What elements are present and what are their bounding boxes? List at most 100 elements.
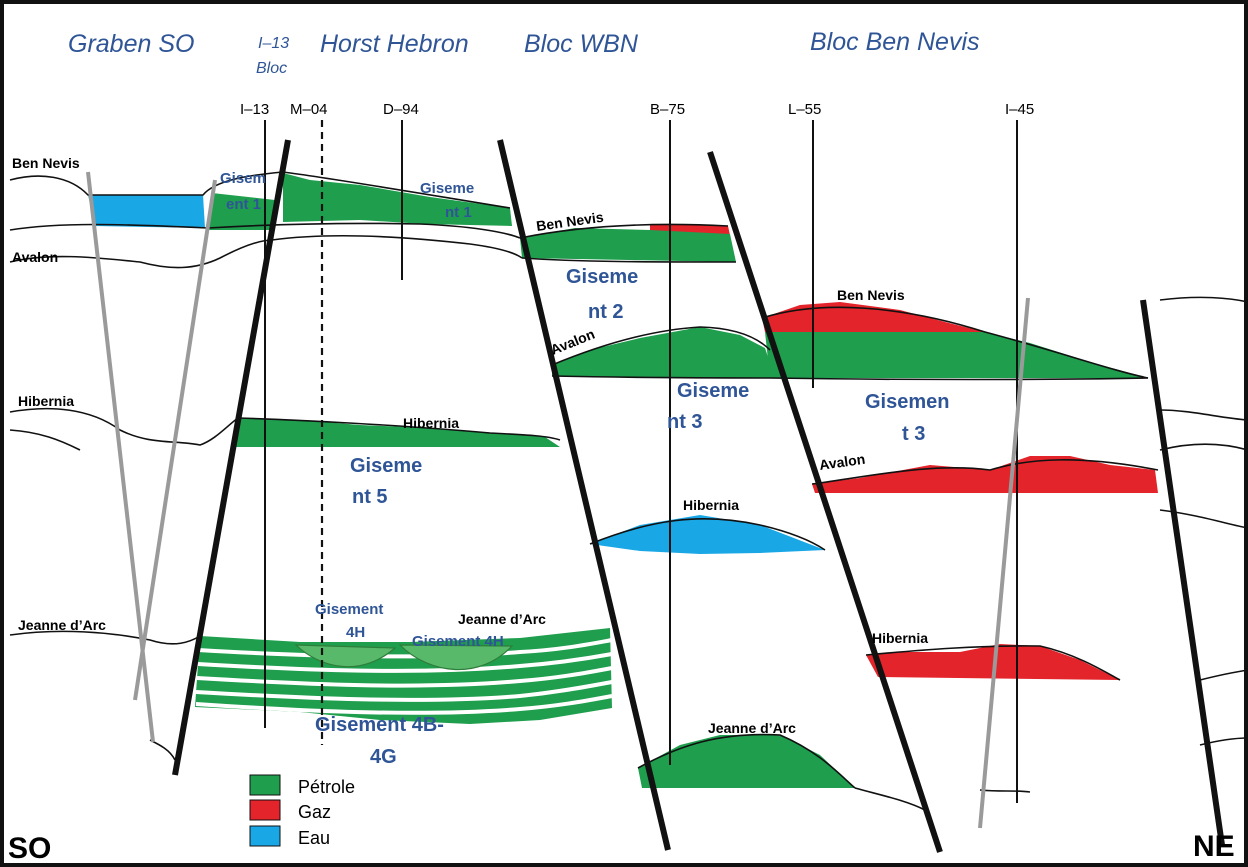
- legend: Pétrole Gaz Eau: [249, 774, 355, 848]
- pool-label-g2-l1: Giseme: [566, 266, 638, 288]
- block-title-i13-line1: I–13: [258, 35, 289, 52]
- horizon-label-hibernia-west: Hibernia: [18, 393, 74, 409]
- horizon-ben-nevis-west: [9, 171, 511, 209]
- water-pool-wbn-hibernia: [590, 515, 825, 554]
- pool-label-g4bg-l2: 4G: [370, 746, 397, 768]
- pool-label-g1-right-l1: Giseme: [420, 180, 474, 197]
- horizon-jeanne-west: [9, 630, 201, 645]
- horizon-base-hibernia-far-east: [1199, 669, 1248, 681]
- horizon-label-jeanne-horst: Jeanne d’Arc: [458, 611, 546, 627]
- pool-label-g3-east-l1: Gisemen: [865, 391, 949, 413]
- horizon-base-avalon-far-east: [1159, 409, 1248, 421]
- gas-pool-east-avalon: [812, 456, 1158, 493]
- block-title-ben-nevis: Bloc Ben Nevis: [810, 28, 980, 56]
- oil-lens-4h-right: [398, 644, 514, 671]
- well-label-d94: D–94: [383, 101, 419, 118]
- horizon-ben-nevis-wbn: [519, 223, 729, 239]
- oil-lens-4h-left: [294, 644, 397, 668]
- horizon-base-avalon-wbn: [551, 375, 771, 379]
- pool-label-g4h-left-l2: 4H: [346, 624, 365, 641]
- horizon-avalon-west: [9, 234, 523, 269]
- pool-label-g3-east-l2: t 3: [902, 423, 925, 445]
- horizon-avalon-east: [811, 459, 1159, 485]
- legend-label-gas: Gaz: [298, 802, 331, 822]
- gas-pool-east-hibernia: [866, 644, 1120, 680]
- water-pool-graben: [88, 195, 205, 228]
- pool-label-g5-l1: Giseme: [350, 455, 422, 477]
- oil-pool-horst-hibernia: [236, 418, 560, 447]
- horizon-label-ben-nevis-east: Ben Nevis: [837, 287, 905, 303]
- horizon-label-hibernia-east: Hibernia: [872, 630, 928, 646]
- horizon-base-ben-nevis-wbn: [521, 257, 737, 263]
- legend-label-water: Eau: [298, 828, 330, 848]
- horizon-jeanne-east-lower: [854, 787, 926, 811]
- legend-swatch-water: [249, 825, 281, 847]
- block-title-horst-hebron: Horst Hebron: [320, 30, 469, 58]
- block-title-graben-so: Graben SO: [68, 30, 194, 58]
- corner-label-ne: NE: [1193, 830, 1235, 863]
- horizon-label-jeanne-west: Jeanne d’Arc: [18, 617, 106, 633]
- pool-label-g1-left-l1: Gisem: [220, 170, 266, 187]
- pool-label-g3-mid-l2: nt 3: [667, 411, 703, 433]
- oil-pool-i13-block: [208, 193, 275, 230]
- pool-label-g4bg-l1: Gisement 4B-: [315, 714, 444, 736]
- horizon-label-jeanne-wbn: Jeanne d’Arc: [708, 720, 796, 736]
- faults: [86, 139, 1225, 853]
- horizon-hibernia-east: [865, 645, 1121, 681]
- horizon-label-avalon-west: Avalon: [12, 249, 58, 265]
- fault-horst-west: [172, 139, 291, 776]
- oil-pool-wbn-avalon: [552, 327, 775, 378]
- oil-pool-east-ben-nevis: [765, 332, 1148, 378]
- fault-far-east: [1140, 299, 1225, 846]
- horizon-ben-nevis-east: [761, 306, 1149, 379]
- well-label-i13: I–13: [240, 101, 269, 118]
- horizon-jeanne-wbn: [637, 733, 856, 789]
- horizon-base-avalon-east: [769, 377, 1149, 381]
- pool-label-g3-mid-l1: Giseme: [677, 380, 749, 402]
- horizon-avalon-far-east: [1159, 443, 1248, 451]
- horizon-hibernia-west: [9, 407, 561, 446]
- well-label-i45: I–45: [1005, 101, 1034, 118]
- horizon-label-hibernia-wbn: Hibernia: [683, 497, 739, 513]
- horizon-ben-nevis-far-east: [1159, 296, 1248, 303]
- oil-pool-wbn-ben-nevis: [520, 228, 736, 262]
- pool-label-g2-l2: nt 2: [588, 301, 624, 323]
- corner-label-so: SO: [8, 832, 51, 865]
- block-titles: Graben SO I–13 Bloc Horst Hebron Bloc WB…: [68, 28, 980, 77]
- horizon-deep-west: [149, 739, 176, 761]
- pool-label-g5-l2: nt 5: [352, 486, 388, 508]
- oil-pool-horst-ben-nevis: [283, 173, 512, 226]
- block-title-bloc-wbn: Bloc WBN: [524, 30, 639, 58]
- well-label-b75: B–75: [650, 101, 685, 118]
- horizon-jeanne-mid-east: [979, 789, 1031, 793]
- fault-east-minor: [978, 297, 1030, 829]
- legend-swatch-gas: [249, 799, 281, 821]
- stacked-oil-sands: [195, 628, 613, 724]
- horizon-label-ben-nevis-west: Ben Nevis: [12, 155, 80, 171]
- horizon-hibernia-wbn: [589, 518, 826, 551]
- fault-graben-east: [133, 179, 217, 701]
- well-labels: I–13 M–04 D–94 B–75 L–55 I–45: [240, 101, 1034, 118]
- wells: [264, 120, 1018, 803]
- fault-wbn-east: [707, 151, 943, 853]
- pool-label-g1-right-l2: nt 1: [445, 204, 472, 221]
- gas-cap-east-ben-nevis: [762, 302, 985, 332]
- pool-label-g4h-left-l1: Gisement: [315, 601, 383, 618]
- legend-swatch-oil: [249, 774, 281, 796]
- horizon-labels: Ben Nevis Avalon Hibernia Jeanne d’Arc B…: [12, 155, 928, 736]
- fault-wbn-west: [497, 139, 671, 851]
- well-label-l55: L–55: [788, 101, 821, 118]
- horizon-deep-graben: [9, 429, 81, 451]
- horizon-avalon-wbn: [551, 326, 771, 366]
- pool-labels: Gisem ent 1 Giseme nt 1 Giseme nt 2 Gise…: [220, 170, 949, 768]
- horizon-label-avalon-east: Avalon: [818, 451, 866, 473]
- pool-label-g4h-right: Gisement 4H: [412, 633, 504, 650]
- block-title-i13-line2: Bloc: [256, 60, 287, 77]
- horizon-label-hibernia-horst: Hibernia: [403, 415, 459, 431]
- pool-label-g1-left-l2: ent 1: [226, 196, 261, 213]
- legend-label-oil: Pétrole: [298, 777, 355, 797]
- oil-pool-wbn-jeanne: [638, 735, 855, 788]
